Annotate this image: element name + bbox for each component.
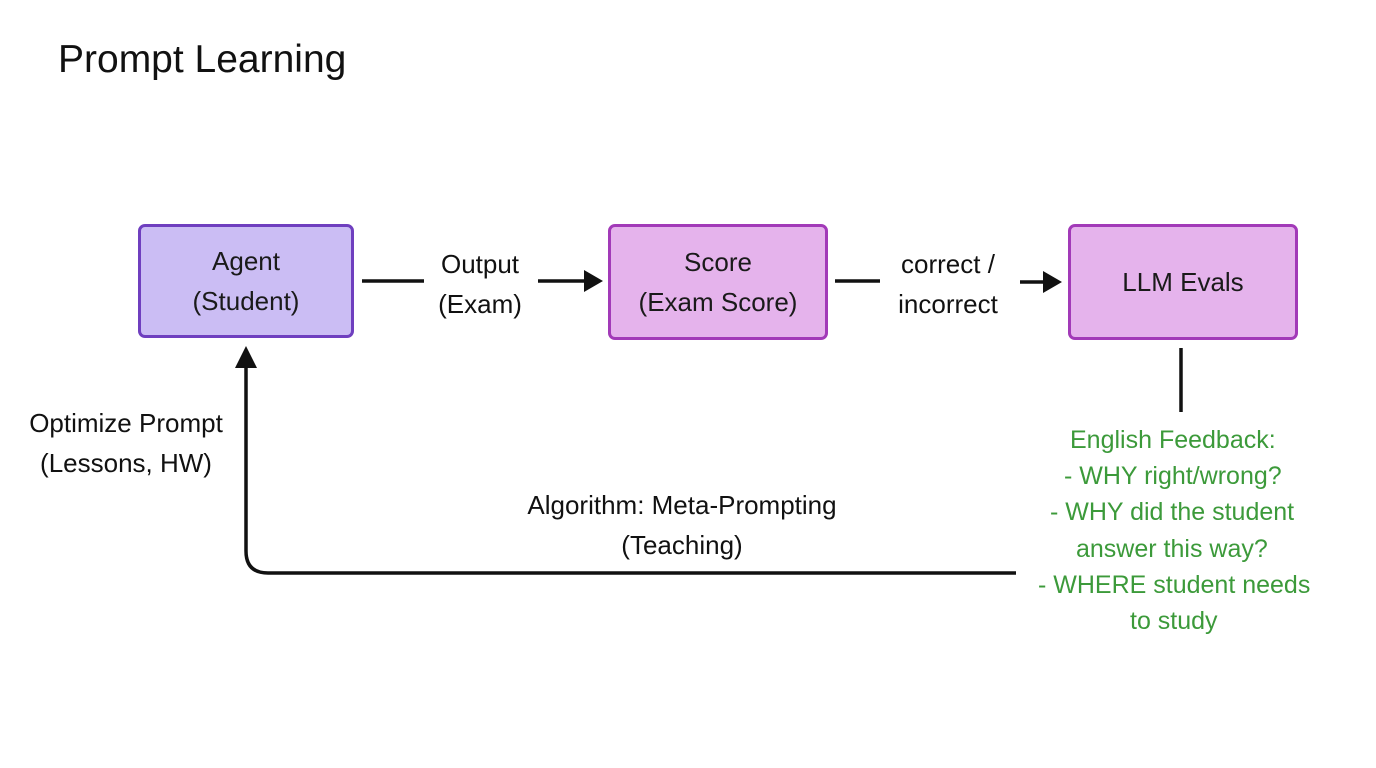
feedback-line: - WHY right/wrong? xyxy=(1064,462,1282,490)
optimize-prompt-label-line2: (Lessons, HW) xyxy=(40,448,212,478)
optimize-prompt-label: Optimize Prompt (Lessons, HW) xyxy=(8,403,244,483)
feedback-heading: English Feedback: xyxy=(1070,426,1276,454)
agent-node-title: Agent xyxy=(212,246,280,276)
feedback-loop-arrowhead xyxy=(235,346,257,368)
score-node: Score (Exam Score) xyxy=(608,224,828,340)
score-node-subtitle: (Exam Score) xyxy=(638,287,798,317)
output-edge-label-line2: (Exam) xyxy=(438,289,522,319)
correct-edge-label-line1: correct / xyxy=(901,249,995,279)
llm-evals-node: LLM Evals xyxy=(1068,224,1298,340)
feedback-line: to study xyxy=(1130,607,1218,635)
algorithm-label-line1: Algorithm: Meta-Prompting xyxy=(527,490,837,520)
output-edge-label-line1: Output xyxy=(440,249,520,279)
output-to-score-arrowhead xyxy=(584,270,603,292)
correct-to-evals-arrowhead xyxy=(1043,271,1062,293)
algorithm-label-line2: (Teaching) xyxy=(621,530,743,560)
score-node-title: Score xyxy=(684,247,752,277)
correct-edge-label-line2: incorrect xyxy=(898,289,998,319)
feedback-loop-arrow xyxy=(244,366,1016,575)
agent-node-subtitle: (Student) xyxy=(192,286,300,316)
llm-evals-node-title: LLM Evals xyxy=(1122,267,1244,297)
correct-edge-label: correct / incorrect xyxy=(880,244,1016,324)
agent-node: Agent (Student) xyxy=(138,224,354,338)
algorithm-label: Algorithm: Meta-Prompting (Teaching) xyxy=(490,485,874,565)
feedback-line: - WHERE student needs xyxy=(1038,571,1311,599)
output-edge-label: Output (Exam) xyxy=(420,244,540,324)
optimize-prompt-label-line1: Optimize Prompt xyxy=(29,408,223,438)
feedback-line: answer this way? xyxy=(1076,535,1268,563)
feedback-line: - WHY did the student xyxy=(1050,498,1295,526)
page-title: Prompt Learning xyxy=(58,38,347,81)
